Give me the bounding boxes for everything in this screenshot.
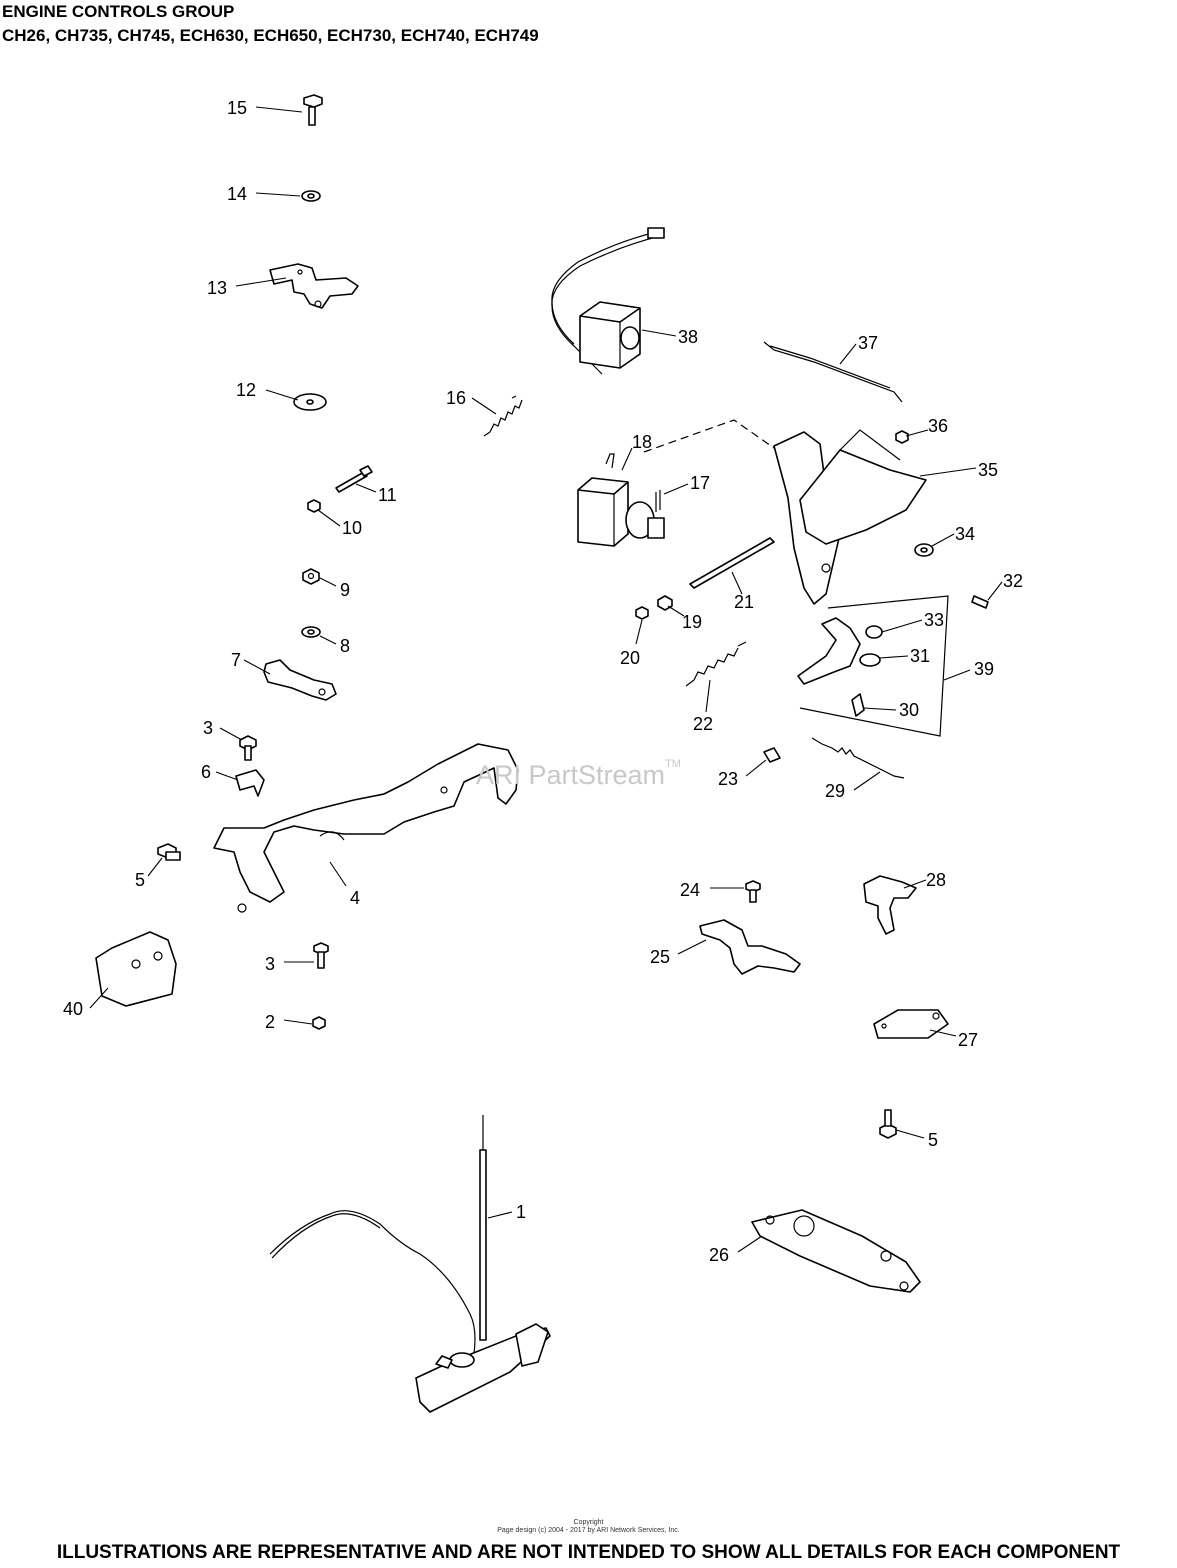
- callout-18: 18: [632, 432, 652, 452]
- disclaimer-footer: ILLUSTRATIONS ARE REPRESENTATIVE AND ARE…: [56, 1542, 1121, 1563]
- part-11-bolt: [335, 465, 373, 493]
- callout-22: 22: [693, 714, 713, 734]
- part-40-bracket: [95, 931, 177, 1007]
- callout-26: 26: [709, 1245, 729, 1265]
- part-3-screw-lower: [313, 942, 329, 969]
- part-27-plate: [873, 1009, 949, 1039]
- callout-17: 17: [690, 473, 710, 493]
- callout-19: 19: [682, 612, 702, 632]
- part-1-throttle-cable-assembly: [269, 1115, 551, 1413]
- callout-25: 25: [650, 947, 670, 967]
- callout-8: 8: [340, 636, 350, 656]
- callout-20: 20: [620, 648, 640, 668]
- callout-5-left: 5: [135, 870, 145, 890]
- part-5-screw-left: [157, 843, 181, 861]
- part-22-spring: [685, 641, 747, 687]
- part-12-washer: [293, 393, 327, 411]
- watermark: ARI PartStreamTM: [476, 758, 681, 791]
- part-16-spring: [483, 395, 523, 437]
- callout-40: 40: [63, 999, 83, 1019]
- callout-38: 38: [678, 327, 698, 347]
- part-7-bracket: [263, 659, 337, 701]
- part-25-lever: [699, 919, 801, 975]
- callout-10: 10: [342, 518, 362, 538]
- part-34-washer: [914, 543, 934, 557]
- callout-5-right: 5: [928, 1130, 938, 1150]
- part-5-screw-right: [879, 1109, 897, 1139]
- part-29-spring-link: [811, 737, 905, 779]
- part-18-solenoid: [577, 419, 775, 547]
- callout-3-upper: 3: [203, 718, 213, 738]
- trademark-mark: TM: [665, 758, 681, 770]
- callout-1: 1: [516, 1202, 526, 1222]
- callout-36: 36: [928, 416, 948, 436]
- leader-lines: [89, 106, 1003, 1253]
- part-20-nut: [635, 606, 649, 620]
- callout-35: 35: [978, 460, 998, 480]
- callout-16: 16: [446, 388, 466, 408]
- part-8-washer: [301, 626, 321, 638]
- callout-9: 9: [340, 580, 350, 600]
- watermark-text: ARI PartStream: [476, 760, 666, 790]
- page-title: ENGINE CONTROLS GROUP: [2, 2, 235, 21]
- part-24-screw: [745, 880, 761, 903]
- callout-13: 13: [207, 278, 227, 298]
- callout-30: 30: [899, 700, 919, 720]
- callout-2: 2: [265, 1012, 275, 1032]
- part-3-screw-upper: [239, 735, 257, 761]
- part-23-clip: [763, 747, 781, 763]
- callout-23: 23: [718, 769, 738, 789]
- callout-28: 28: [926, 870, 946, 890]
- part-14-washer: [301, 190, 321, 202]
- part-21-shaft: [689, 537, 775, 589]
- callout-15: 15: [227, 98, 247, 118]
- callout-39: 39: [974, 659, 994, 679]
- part-10-nut: [307, 499, 321, 513]
- part-9-nut: [302, 568, 320, 585]
- callout-labels: 1 2 3 3 4 5 5 6 7 8 9 10 11 12 13 14 15 …: [63, 98, 1023, 1265]
- callout-6: 6: [201, 762, 211, 782]
- part-19-nut: [657, 595, 673, 611]
- callout-12: 12: [236, 380, 256, 400]
- callout-31: 31: [910, 646, 930, 666]
- callout-32: 32: [1003, 571, 1023, 591]
- callout-21: 21: [734, 592, 754, 612]
- callout-27: 27: [958, 1030, 978, 1050]
- part-2-nut: [312, 1016, 326, 1030]
- callout-29: 29: [825, 781, 845, 801]
- callout-37: 37: [858, 333, 878, 353]
- part-4-control-bracket: [213, 743, 519, 913]
- callout-11: 11: [378, 485, 397, 505]
- callout-33: 33: [924, 610, 944, 630]
- callout-34: 34: [955, 524, 975, 544]
- callout-7: 7: [231, 650, 241, 670]
- part-28-bracket: [863, 875, 917, 935]
- part-6-clip: [235, 769, 265, 797]
- callout-3-lower: 3: [265, 954, 275, 974]
- part-37-rod: [763, 341, 903, 403]
- copyright-label: Copyright: [573, 1519, 604, 1526]
- part-35-bracket: [773, 429, 927, 605]
- part-26-gasket: [751, 1209, 921, 1293]
- callout-14: 14: [227, 184, 247, 204]
- part-13-lever: [269, 263, 359, 309]
- part-39-lever-assembly: [797, 595, 949, 737]
- callout-24: 24: [680, 880, 700, 900]
- copyright-notice: Page design (c) 2004 - 2017 by ARI Netwo…: [497, 1527, 680, 1534]
- part-15-screw: [303, 94, 323, 126]
- callout-4: 4: [350, 888, 360, 908]
- model-list: CH26, CH735, CH745, ECH630, ECH650, ECH7…: [2, 26, 539, 45]
- part-32-screw: [971, 595, 989, 609]
- part-38-actuator-motor: [551, 227, 665, 375]
- part-36-nut: [895, 430, 909, 444]
